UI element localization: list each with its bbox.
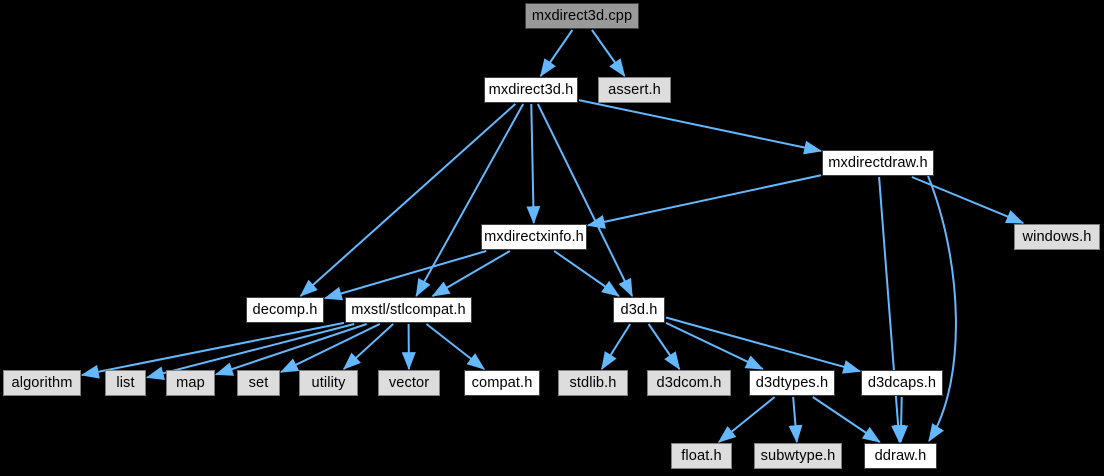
edge-mxdirectxinfo-h-to-d3d-h — [553, 250, 620, 297]
node-label: mxdirect3d.h — [488, 81, 574, 98]
edge-mxdirectdraw-h-to-windows-h — [911, 176, 1025, 224]
graph-node-algorithm[interactable]: algorithm — [3, 370, 81, 396]
node-label: d3dtypes.h — [755, 374, 829, 391]
edge-mxdirect3d-h-to-d3d-h — [536, 103, 634, 298]
edge-d3dcaps-h-to-ddraw-h — [894, 396, 909, 444]
node-label: mxdirectdraw.h — [828, 154, 928, 171]
graph-node-map[interactable]: map — [166, 370, 215, 396]
edge-d3d-h-to-d3dcaps-h — [665, 316, 862, 374]
node-label: float.h — [681, 447, 722, 464]
node-label: mxstl/stlcompat.h — [351, 301, 466, 318]
edge-mxdirectdraw-h-to-mxdirectxinfo-h — [586, 174, 822, 229]
edge-mxdirect3d-cpp-to-mxdirect3d-h — [539, 29, 574, 77]
edge-mxdirect3d-h-to-mxdirectdraw-h — [578, 99, 823, 155]
graph-node-mxdirectdraw-h[interactable]: mxdirectdraw.h — [822, 150, 934, 176]
edge-mxdirectdraw-h-to-ddraw-h-curved — [927, 175, 957, 443]
graph-node-stdlib-h[interactable]: stdlib.h — [558, 370, 628, 396]
node-label: mxdirectxinfo.h — [484, 228, 584, 245]
node-label: windows.h — [1022, 228, 1092, 245]
node-label: d3dcom.h — [656, 374, 722, 391]
node-label: d3dcaps.h — [867, 374, 937, 391]
graph-node-stlcompat-h[interactable]: mxstl/stlcompat.h — [345, 297, 472, 323]
edge-stlcompat-h-to-compat-h — [425, 323, 486, 370]
node-label: mxdirect3d.cpp — [531, 7, 633, 24]
node-label: set — [248, 374, 269, 391]
edge-stlcompat-h-to-algorithm — [80, 321, 345, 379]
graph-node-mxdirect3d-h[interactable]: mxdirect3d.h — [484, 77, 578, 103]
edge-d3d-h-to-d3dcom-h — [647, 323, 681, 370]
edge-mxdirectxinfo-h-to-decomp-h — [323, 250, 487, 301]
edge-stlcompat-h-to-set — [279, 323, 381, 373]
graph-node-decomp-h[interactable]: decomp.h — [246, 297, 324, 323]
graph-node-mxdirect3d-cpp[interactable]: mxdirect3d.cpp — [525, 3, 639, 29]
node-label: ddraw.h — [874, 447, 927, 464]
graph-node-utility[interactable]: utility — [299, 370, 358, 396]
graph-node-float-h[interactable]: float.h — [671, 443, 732, 469]
edge-mxdirect3d-cpp-to-assert-h — [591, 29, 626, 77]
graph-node-d3d-h[interactable]: d3d.h — [613, 297, 665, 323]
edge-mxdirect3d-h-to-stlcompat-h — [415, 103, 525, 298]
edge-mxdirectxinfo-h-to-stlcompat-h — [431, 250, 511, 297]
graph-node-subwtype-h[interactable]: subwtype.h — [754, 443, 842, 469]
graph-node-d3dcaps-h[interactable]: d3dcaps.h — [861, 370, 943, 396]
edge-stlcompat-h-to-map — [214, 323, 368, 376]
node-label: utility — [311, 374, 346, 391]
node-label: vector — [388, 374, 430, 391]
edge-d3d-h-to-d3dtypes-h — [665, 321, 764, 370]
edge-mxdirect3d-h-to-decomp-h — [299, 103, 517, 297]
node-label: map — [176, 374, 205, 391]
node-label: assert.h — [608, 81, 661, 98]
node-label: compat.h — [471, 374, 533, 391]
edge-stlcompat-h-to-utility — [342, 323, 394, 370]
graph-node-ddraw-h[interactable]: ddraw.h — [864, 443, 937, 469]
edge-d3dtypes-h-to-float-h — [717, 396, 776, 443]
edge-d3dtypes-h-to-subwtype-h — [788, 396, 803, 444]
graph-node-list[interactable]: list — [105, 370, 146, 396]
graph-node-vector[interactable]: vector — [378, 370, 440, 396]
graph-node-mxdirectxinfo-h[interactable]: mxdirectxinfo.h — [481, 224, 587, 250]
graph-node-d3dtypes-h[interactable]: d3dtypes.h — [749, 370, 835, 396]
graph-node-set[interactable]: set — [237, 370, 280, 396]
graph-node-windows-h[interactable]: windows.h — [1014, 224, 1100, 250]
node-label: decomp.h — [252, 301, 318, 318]
edge-d3dtypes-h-to-ddraw-h — [812, 396, 881, 443]
node-label: list — [116, 374, 135, 391]
node-label: stdlib.h — [569, 374, 617, 391]
node-label: subwtype.h — [760, 447, 836, 464]
node-label: d3d.h — [620, 301, 658, 318]
node-label: algorithm — [11, 374, 73, 391]
graph-node-assert-h[interactable]: assert.h — [598, 77, 671, 103]
edge-mxdirectdraw-h-to-ddraw-h — [878, 176, 906, 444]
graph-node-compat-h[interactable]: compat.h — [464, 370, 540, 396]
edge-mxdirect3d-h-to-mxdirectxinfo-h — [526, 103, 541, 225]
edge-d3d-h-to-stdlib-h — [600, 323, 632, 371]
graph-node-d3dcom-h[interactable]: d3dcom.h — [647, 370, 731, 396]
